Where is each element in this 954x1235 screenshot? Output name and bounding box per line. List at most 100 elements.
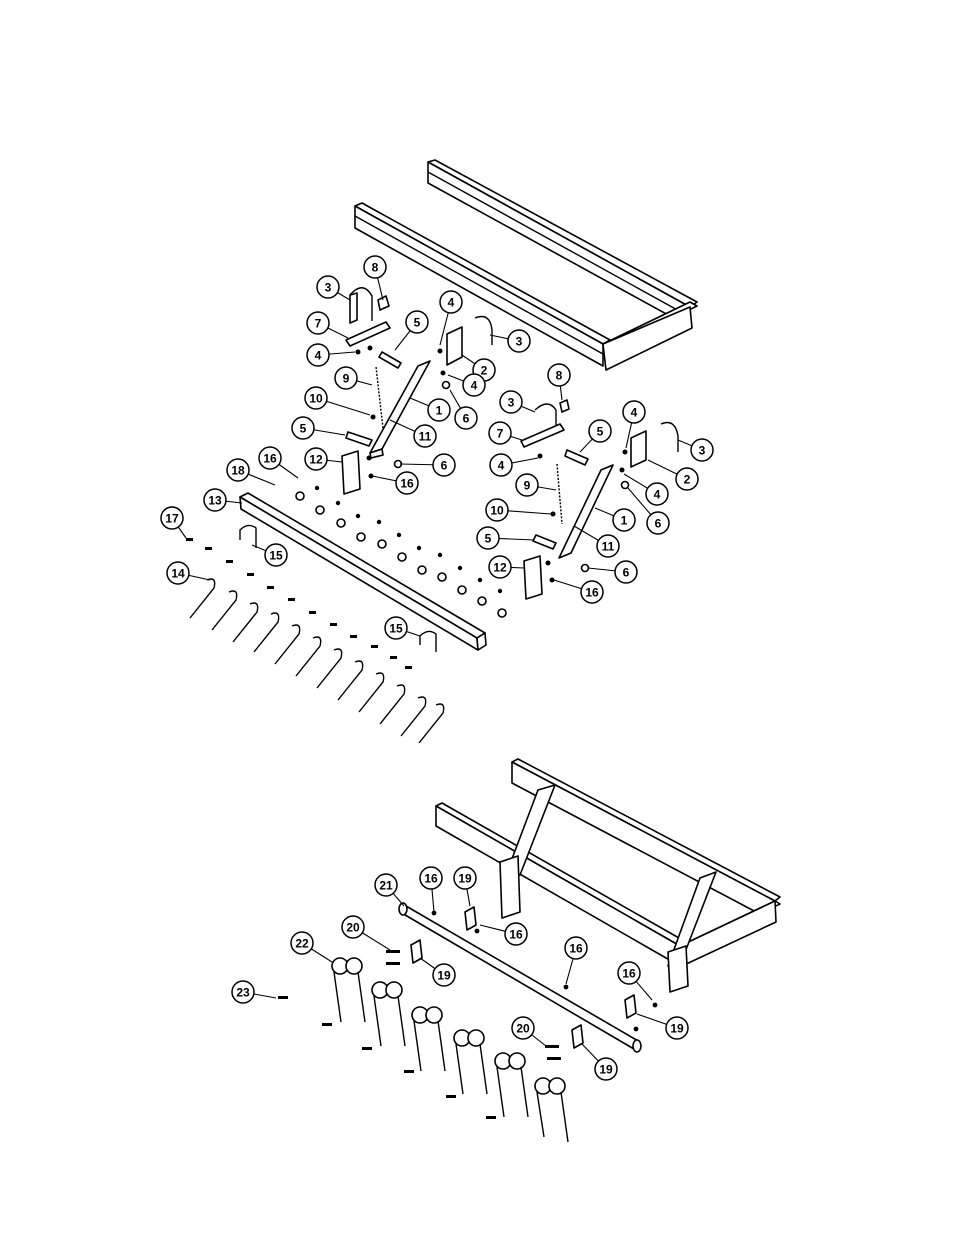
callout-number: 6	[441, 459, 448, 473]
spring-tines-22	[331, 957, 569, 1143]
callout-circle	[304, 447, 328, 471]
callout-3: 3	[489, 329, 531, 353]
tine-bar-13	[239, 492, 487, 651]
callout-circle	[499, 390, 523, 414]
bracket-2-right	[630, 430, 647, 468]
u-bolt-15-right	[419, 630, 437, 652]
callout-19: 19	[581, 1043, 618, 1081]
callout-number: 5	[597, 425, 604, 439]
arm-1-right	[558, 464, 614, 559]
callout-number: 11	[419, 430, 432, 444]
callout-number: 3	[699, 444, 706, 458]
callout-circle	[488, 555, 512, 579]
plate-8	[377, 295, 390, 311]
callout-number: 1	[621, 514, 628, 528]
callout-number: 6	[463, 412, 470, 426]
callout-18: 18	[226, 458, 276, 486]
callout-13: 13	[203, 488, 243, 512]
washer-row	[295, 485, 507, 618]
u-bolt-3	[349, 292, 358, 324]
callout-8: 8	[363, 255, 387, 301]
callout-7: 7	[488, 421, 523, 445]
upper-assembly-view	[186, 159, 698, 744]
callout-circle	[646, 511, 670, 535]
callout-number: 16	[400, 477, 414, 491]
callout-21: 21	[374, 873, 405, 907]
callout-number: 5	[485, 532, 492, 546]
callout-number: 15	[269, 549, 283, 563]
callout-4: 4	[447, 373, 486, 397]
callout-9: 9	[334, 366, 373, 390]
callout-8: 8	[547, 363, 571, 401]
callout-20: 20	[341, 915, 391, 951]
callout-number: 12	[309, 453, 323, 467]
bracket-12	[341, 450, 361, 495]
callout-circle	[395, 471, 419, 495]
callout-circle	[432, 453, 456, 477]
clips-23	[278, 996, 496, 1119]
callout-circle	[439, 290, 463, 314]
callout-4: 4	[306, 343, 356, 367]
callout-20: 20	[511, 1016, 547, 1047]
callout-circle	[547, 363, 571, 387]
callout-10: 10	[304, 386, 371, 416]
bracket-2	[446, 326, 463, 366]
lower-assembly-view	[278, 758, 781, 1143]
callout-circle	[405, 310, 429, 334]
callout-circle	[612, 508, 636, 532]
callout-number: 3	[325, 281, 332, 295]
callout-circle	[258, 446, 282, 470]
callout-number: 4	[654, 488, 661, 502]
callout-12: 12	[304, 447, 343, 471]
callout-number: 6	[623, 566, 630, 580]
callout-number: 12	[493, 561, 507, 575]
frame-tube-rear	[427, 159, 698, 328]
callout-number: 21	[379, 879, 393, 893]
callout-23: 23	[231, 980, 277, 1004]
callout-3: 3	[499, 390, 536, 414]
callout-2: 2	[647, 459, 699, 491]
callout-circle	[203, 488, 227, 512]
callout-number: 4	[471, 379, 478, 393]
callout-circle	[341, 915, 365, 939]
clamps-19	[410, 906, 637, 1049]
callout-16: 16	[371, 471, 419, 495]
callout-16: 16	[553, 579, 604, 604]
callout-circle	[462, 373, 486, 397]
callout-1: 1	[409, 397, 451, 422]
callout-1: 1	[594, 507, 636, 532]
washer-6	[441, 380, 451, 390]
callout-6: 6	[587, 560, 638, 584]
frame-tube-rear-lower	[511, 758, 781, 923]
callout-number: 9	[343, 372, 350, 386]
callout-4: 4	[623, 473, 669, 506]
callout-16: 16	[564, 936, 588, 985]
pin-5-right-b	[532, 534, 557, 550]
arm-lower-left	[499, 784, 556, 919]
callout-5: 5	[579, 419, 612, 453]
callout-5: 5	[394, 310, 429, 351]
tube-21	[398, 902, 642, 1053]
right-mount-group	[520, 399, 679, 600]
pin-5-right	[564, 449, 589, 466]
callout-circle	[675, 467, 699, 491]
callout-circle	[306, 343, 330, 367]
callout-circle	[316, 275, 340, 299]
callout-number: 6	[655, 517, 662, 531]
callout-number: 18	[231, 464, 245, 478]
callout-number: 4	[498, 459, 505, 473]
callout-4: 4	[622, 400, 646, 449]
callout-circle	[622, 400, 646, 424]
callout-number: 20	[346, 921, 360, 935]
plate-7-right	[520, 423, 565, 448]
callout-19: 19	[636, 1013, 689, 1040]
callout-3: 3	[677, 438, 714, 462]
callout-circle	[374, 873, 398, 897]
callout-number: 16	[622, 967, 636, 981]
callout-circle	[264, 543, 288, 567]
callout-number: 20	[516, 1022, 530, 1036]
callout-number: 9	[524, 479, 531, 493]
callout-19: 19	[453, 866, 477, 907]
callout-number: 3	[508, 396, 515, 410]
callout-number: 5	[300, 422, 307, 436]
